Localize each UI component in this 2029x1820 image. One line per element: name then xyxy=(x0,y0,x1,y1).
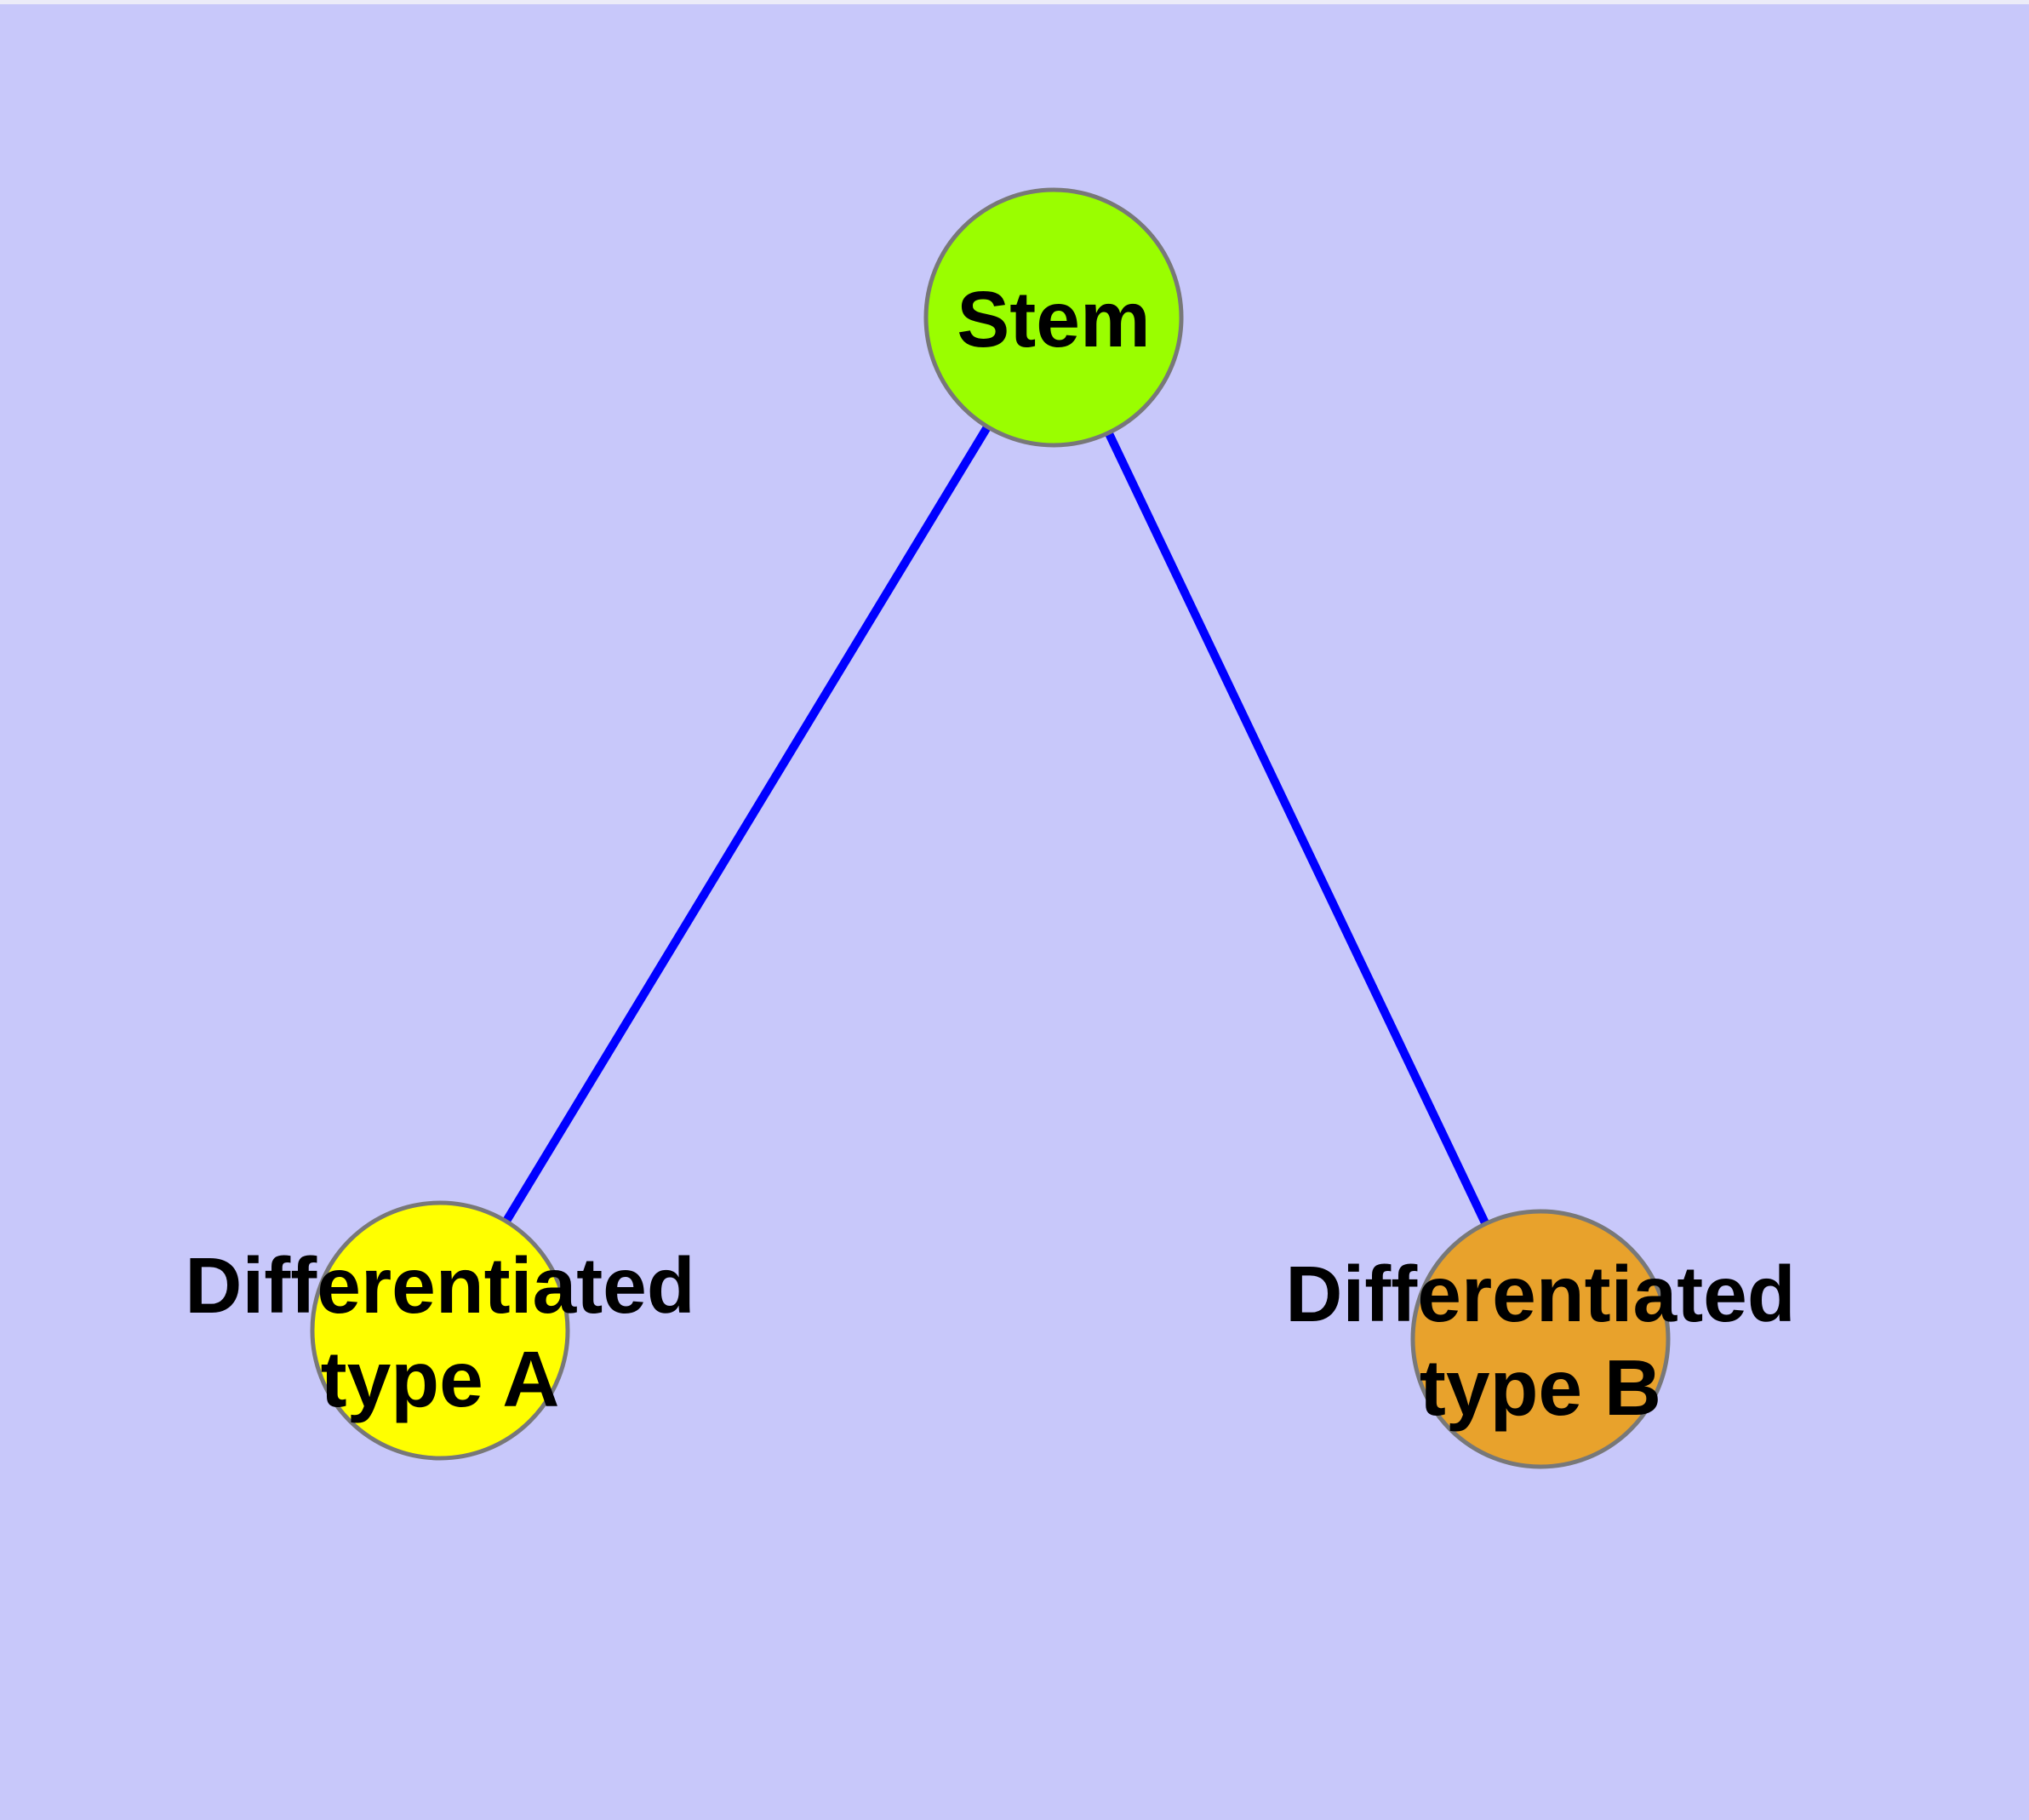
node-type-a-label-line1: Differentiated xyxy=(185,1241,694,1330)
node-type-b-label-line1: Differentiated xyxy=(1285,1250,1795,1338)
node-type-a-label-line2: type A xyxy=(321,1335,560,1423)
node-type-a xyxy=(310,1200,570,1461)
top-edge-strip xyxy=(0,0,2029,4)
edge-stem-to-type-b xyxy=(1049,313,1545,1343)
edge-stem-to-type-a xyxy=(436,313,1058,1335)
node-stem xyxy=(923,187,1184,448)
node-type-b xyxy=(1410,1209,1671,1469)
node-type-b-label-line2: type B xyxy=(1420,1343,1661,1432)
node-stem-label: Stem xyxy=(957,275,1150,363)
